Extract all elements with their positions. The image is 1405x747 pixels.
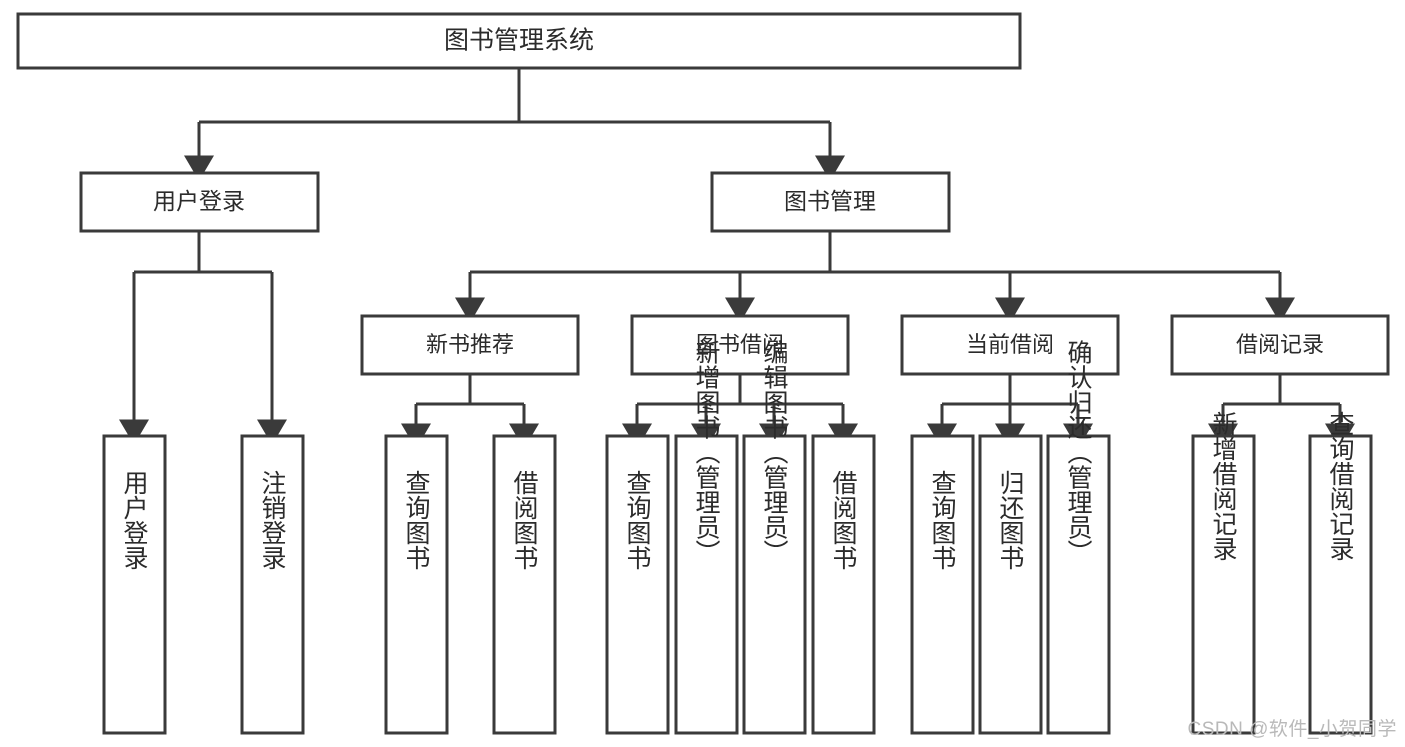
leaf-confirm-return-box[interactable] — [1046, 434, 1111, 735]
node-leaf-add-book[interactable]: 新增图书（管理员） — [674, 340, 739, 735]
node-leaf-query-book-2[interactable]: 查询图书 — [605, 434, 670, 735]
node-user-login[interactable]: 用户登录 — [79, 171, 320, 233]
node-leaf-edit-book[interactable]: 编辑图书（管理员） — [742, 340, 807, 735]
node-leaf-confirm-return[interactable]: 确认归还（管理员） — [1046, 340, 1111, 735]
leaf-return-book-label: 归还图书 — [996, 470, 1025, 570]
node-root[interactable]: 图书管理系统 — [16, 12, 1022, 70]
leaf-return-book-box[interactable] — [978, 434, 1043, 735]
new-book-recommend-box[interactable] — [360, 314, 580, 376]
user-login-box[interactable] — [79, 171, 320, 233]
node-leaf-return-book[interactable]: 归还图书 — [978, 434, 1043, 735]
current-borrow-label: 当前借阅 — [966, 332, 1054, 357]
node-new-book-recommend[interactable]: 新书推荐 — [360, 314, 580, 376]
node-book-borrow[interactable]: 图书借阅 — [630, 314, 850, 376]
book-borrow-label: 图书借阅 — [696, 332, 784, 357]
leaf-query-record-label: 查询借阅记录 — [1326, 411, 1355, 561]
node-leaf-user-login[interactable]: 用户登录 — [102, 434, 167, 735]
leaf-borrow-book-2-label: 借阅图书 — [829, 470, 858, 570]
leaf-user-login-box[interactable] — [102, 434, 167, 735]
leaf-logout-login-label: 注销登录 — [258, 470, 287, 570]
node-current-borrow[interactable]: 当前借阅 — [900, 314, 1120, 376]
leaf-add-record-box[interactable] — [1191, 434, 1256, 735]
leaf-user-login-label: 用户登录 — [120, 470, 149, 570]
user-login-label: 用户登录 — [153, 188, 245, 214]
leaf-edit-book-box[interactable] — [742, 434, 807, 735]
current-borrow-box[interactable] — [900, 314, 1120, 376]
leaf-borrow-book-2-box[interactable] — [811, 434, 876, 735]
leaf-query-record-box[interactable] — [1308, 434, 1373, 735]
node-leaf-add-record[interactable]: 新增借阅记录 — [1191, 411, 1256, 735]
leaf-query-book-3-box[interactable] — [910, 434, 975, 735]
leaf-confirm-return-label: 确认归还（管理员） — [1064, 340, 1093, 565]
node-leaf-borrow-book-2[interactable]: 借阅图书 — [811, 434, 876, 735]
book-borrow-box[interactable] — [630, 314, 850, 376]
leaf-add-record-label: 新增借阅记录 — [1209, 411, 1238, 561]
leaf-add-book-label: 新增图书（管理员） — [692, 340, 721, 565]
node-book-management[interactable]: 图书管理 — [710, 171, 951, 233]
node-leaf-query-book-3[interactable]: 查询图书 — [910, 434, 975, 735]
leaf-borrow-book-1-box[interactable] — [492, 434, 557, 735]
node-leaf-query-book-1[interactable]: 查询图书 — [384, 434, 449, 735]
leaf-query-book-2-box[interactable] — [605, 434, 670, 735]
root-label: 图书管理系统 — [444, 27, 594, 55]
node-borrow-record[interactable]: 借阅记录 — [1170, 314, 1390, 376]
node-leaf-logout-login[interactable]: 注销登录 — [240, 434, 305, 735]
leaf-edit-book-label: 编辑图书（管理员） — [760, 340, 789, 565]
leaf-query-book-2-label: 查询图书 — [623, 470, 652, 570]
node-leaf-query-record[interactable]: 查询借阅记录 — [1308, 411, 1373, 735]
node-leaf-borrow-book-1[interactable]: 借阅图书 — [492, 434, 557, 735]
book-management-label: 图书管理 — [784, 188, 876, 214]
leaf-query-book-1-box[interactable] — [384, 434, 449, 735]
edge-group — [119, 68, 1355, 449]
book-management-box[interactable] — [710, 171, 951, 233]
root-box[interactable] — [16, 12, 1022, 70]
leaf-borrow-book-1-label: 借阅图书 — [510, 470, 539, 570]
leaf-query-book-1-label: 查询图书 — [402, 470, 431, 570]
borrow-record-label: 借阅记录 — [1236, 332, 1324, 357]
leaf-query-book-3-label: 查询图书 — [928, 470, 957, 570]
leaf-logout-login-box[interactable] — [240, 434, 305, 735]
leaf-add-book-box[interactable] — [674, 434, 739, 735]
new-book-recommend-label: 新书推荐 — [426, 332, 514, 357]
borrow-record-box[interactable] — [1170, 314, 1390, 376]
